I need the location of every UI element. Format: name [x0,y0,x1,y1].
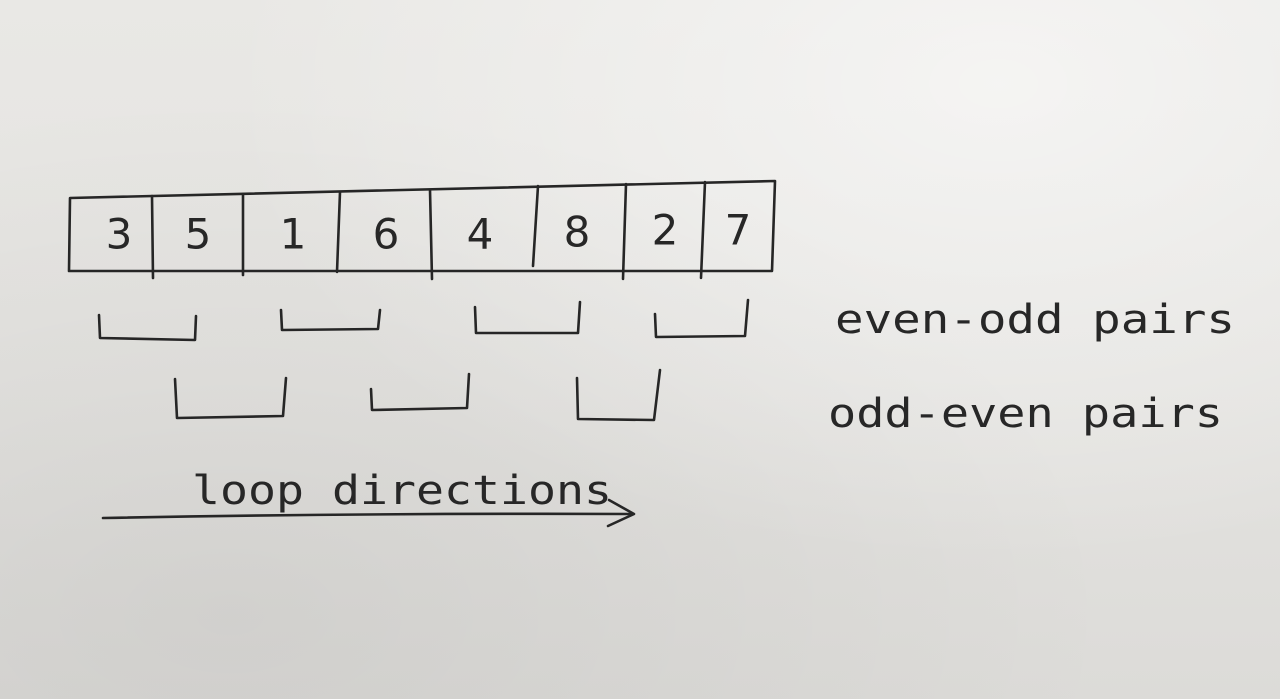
cell-divider [335,190,342,274]
bracket-icon [279,308,382,332]
array-cell-value: 3 [106,210,133,259]
bracket-icon [173,376,288,420]
cell-divider [150,194,155,280]
array-cell-value: 6 [373,210,400,259]
bracket-icon [575,368,662,422]
arrow-right-icon [101,498,636,528]
even-odd-label: even-odd pairs [835,297,1235,343]
array-cell-value: 7 [725,206,752,255]
array-cell-value: 4 [467,210,494,259]
array-box [67,179,777,281]
array-cell-value: 2 [652,206,679,255]
cell-divider [699,180,707,280]
bracket-icon [369,372,471,412]
cell-divider [621,182,628,281]
array-outline [67,179,777,273]
array-cell-value: 5 [185,210,212,259]
bracket-icon [473,300,582,335]
loop-arrow-head [606,498,636,528]
loop-direction-label: loop directions [192,468,612,514]
odd-even-label: odd-even pairs [828,391,1223,437]
array-cell-value: 1 [280,210,307,259]
even-odd-brackets [97,298,750,342]
cell-divider [531,184,540,268]
bracket-icon [653,298,750,339]
array-cell-value: 8 [564,208,591,257]
loop-arrow-shaft [101,512,635,520]
odd-even-brackets [173,368,662,422]
cell-divider [428,188,434,281]
bracket-icon [97,313,198,342]
array-values: 3 5 1 6 4 8 2 7 [106,206,752,259]
